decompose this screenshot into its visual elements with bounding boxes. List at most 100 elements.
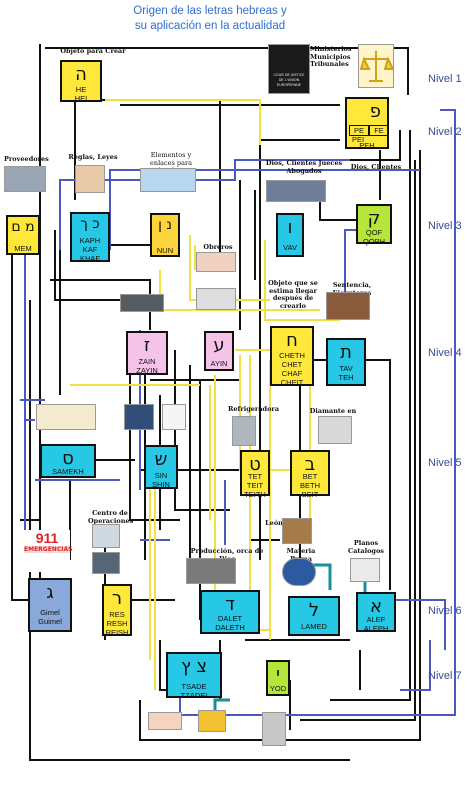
node-he[interactable]: ה HE HEI xyxy=(60,60,102,103)
network-switch-image xyxy=(120,294,164,312)
anatomy-image xyxy=(36,404,96,430)
peh-glyph: פ xyxy=(369,101,381,122)
level-label-6: Nivel 6 xyxy=(428,605,462,617)
workers-hands-image xyxy=(196,252,236,272)
kaph-glyph: כ ך xyxy=(80,216,100,232)
node-res[interactable]: ר RES RESH REISH xyxy=(102,584,132,637)
node-yod[interactable]: י YOD xyxy=(266,660,290,696)
node-kaph[interactable]: כ ך KAPH KAF KHAF xyxy=(70,212,110,263)
peh-name-fe: FE xyxy=(369,125,389,136)
mem-glyph: מ ם xyxy=(11,219,35,235)
kaph-name: KAPH KAF KHAF xyxy=(79,236,101,263)
caption-dios-clientes-jueces: Dios, Clientes Jueces Abogados xyxy=(265,159,343,175)
caption-proveedores: Proveedores xyxy=(4,155,49,163)
alef-glyph: א xyxy=(369,596,383,617)
dalet-name: DALET DALETH xyxy=(215,614,245,632)
lamed-name: LAMED xyxy=(301,622,327,631)
tsade-glyph: צ ץ xyxy=(180,656,208,677)
he-name: HE HEI xyxy=(74,85,88,103)
node-tsade[interactable]: צ ץ TSADE TZADEI xyxy=(166,652,222,700)
zain-name: ZAIN ZAYIN xyxy=(136,357,158,375)
page-title: Origen de las letras hebreas y su aplica… xyxy=(110,4,310,34)
control-room-image xyxy=(92,552,120,574)
level-label-7: Nivel 7 xyxy=(428,670,462,682)
caption-obreros: Obreros xyxy=(203,243,233,251)
samekh-glyph: ס xyxy=(62,448,74,469)
vav-glyph: ו xyxy=(287,217,293,238)
yod-glyph: י xyxy=(275,664,281,685)
peh-name-pe: PE xyxy=(349,125,369,136)
res-name: RES RESH REISH xyxy=(105,610,129,637)
level-label-3: Nivel 3 xyxy=(428,220,462,232)
node-qof[interactable]: ק QOF QOPH xyxy=(356,204,392,246)
level-label-2: Nivel 2 xyxy=(428,126,462,138)
court-line-3: EUROPÉENNE xyxy=(277,83,301,87)
zain-glyph: ז xyxy=(143,335,151,356)
level-label-1: Nivel 1 xyxy=(428,73,462,85)
he-glyph: ה xyxy=(75,64,87,85)
nun-name: NUN xyxy=(156,246,174,255)
node-vav[interactable]: ו VAV xyxy=(276,213,304,257)
node-nun[interactable]: נ ן NUN xyxy=(150,213,180,257)
caption-reglas: Reglas, Leyes xyxy=(68,153,118,161)
tsade-name: TSADE TZADEI xyxy=(180,682,208,700)
node-cheth[interactable]: ח CHETH CHET CHAF CHEIT xyxy=(270,326,314,387)
blueprints-image xyxy=(350,558,380,582)
tet-name: TET TEIT TEITH xyxy=(244,472,266,499)
caption-objeto-crear: Objeto para Crear xyxy=(60,47,126,55)
fridge-image xyxy=(232,416,256,446)
node-sin[interactable]: ש SIN SHIN xyxy=(144,445,178,489)
emergencias-number: 911 xyxy=(35,530,59,546)
peh-name-pei: PEI xyxy=(351,135,365,144)
cheth-glyph: ח xyxy=(286,330,298,351)
cheth-name: CHETH CHET CHAF CHEIT xyxy=(279,351,305,387)
tav-glyph: ת xyxy=(340,342,352,363)
caption-objeto-estima: Objeto que se estima llegar después de c… xyxy=(268,279,318,310)
res-glyph: ר xyxy=(111,588,123,609)
caption-centro: Centro de Operaciones xyxy=(88,509,134,525)
earth-image xyxy=(282,558,316,586)
node-dalet[interactable]: ד DALET DALETH xyxy=(200,590,260,634)
node-samekh[interactable]: ס SAMEKH xyxy=(40,444,96,478)
tav-name: TAV TEH xyxy=(338,364,354,382)
node-mem[interactable]: מ ם MEM xyxy=(6,215,40,255)
qof-glyph: ק xyxy=(367,208,381,229)
vav-name: VAV xyxy=(283,243,297,252)
node-peh[interactable]: פ PE FE PEI PEH xyxy=(345,97,389,150)
node-tav[interactable]: ת TAV TEH xyxy=(326,338,366,386)
node-alef[interactable]: א ALEF ALEPH xyxy=(356,592,396,633)
node-tet[interactable]: ט TET TEIT TEITH xyxy=(240,450,270,499)
machine-image xyxy=(198,710,226,732)
title-line-2: su aplicación en la actualidad xyxy=(134,20,286,32)
eagle-image xyxy=(140,168,196,192)
rules-hands-image xyxy=(75,165,105,193)
node-gimel[interactable]: ג Gimel Guimel xyxy=(28,578,72,632)
title-line-1: Origen de las letras hebreas y xyxy=(133,5,287,17)
workers-image xyxy=(196,288,236,310)
court-line-1: COUR DE JUSTICE xyxy=(273,73,305,77)
dalet-glyph: ד xyxy=(225,594,235,615)
truck-image xyxy=(4,166,46,192)
caption-dios-clientes: Dios, Clientes xyxy=(350,163,402,171)
caption-refrigeradora: Refrigeradora xyxy=(228,405,280,413)
node-zain[interactable]: ז ZAIN ZAYIN xyxy=(126,331,168,375)
node-lamed[interactable]: ל LAMED xyxy=(288,596,340,636)
node-bet[interactable]: ב BET BETH BEIT xyxy=(290,450,330,499)
sin-name: SIN SHIN xyxy=(152,471,170,489)
scales-of-justice-image xyxy=(358,44,395,88)
samekh-name: SAMEKH xyxy=(52,467,84,476)
factory-image xyxy=(186,558,236,584)
caption-planos: Planos Catalogos xyxy=(348,539,384,555)
gimel-glyph: ג xyxy=(46,582,54,603)
court-line-2: DE L'UNION xyxy=(278,78,300,82)
emergencias-logo: 911 EMERGENCIAS xyxy=(24,530,72,572)
node-ayin[interactable]: ע AYIN xyxy=(204,331,234,371)
qof-name: QOF QOPH xyxy=(362,228,386,246)
ayin-name: AYIN xyxy=(210,359,228,368)
mem-name: MEM xyxy=(14,244,32,253)
ayin-glyph: ע xyxy=(213,335,225,356)
diamond-image xyxy=(318,416,352,444)
sketch-image xyxy=(162,404,186,430)
yod-name: YOD xyxy=(269,684,287,693)
